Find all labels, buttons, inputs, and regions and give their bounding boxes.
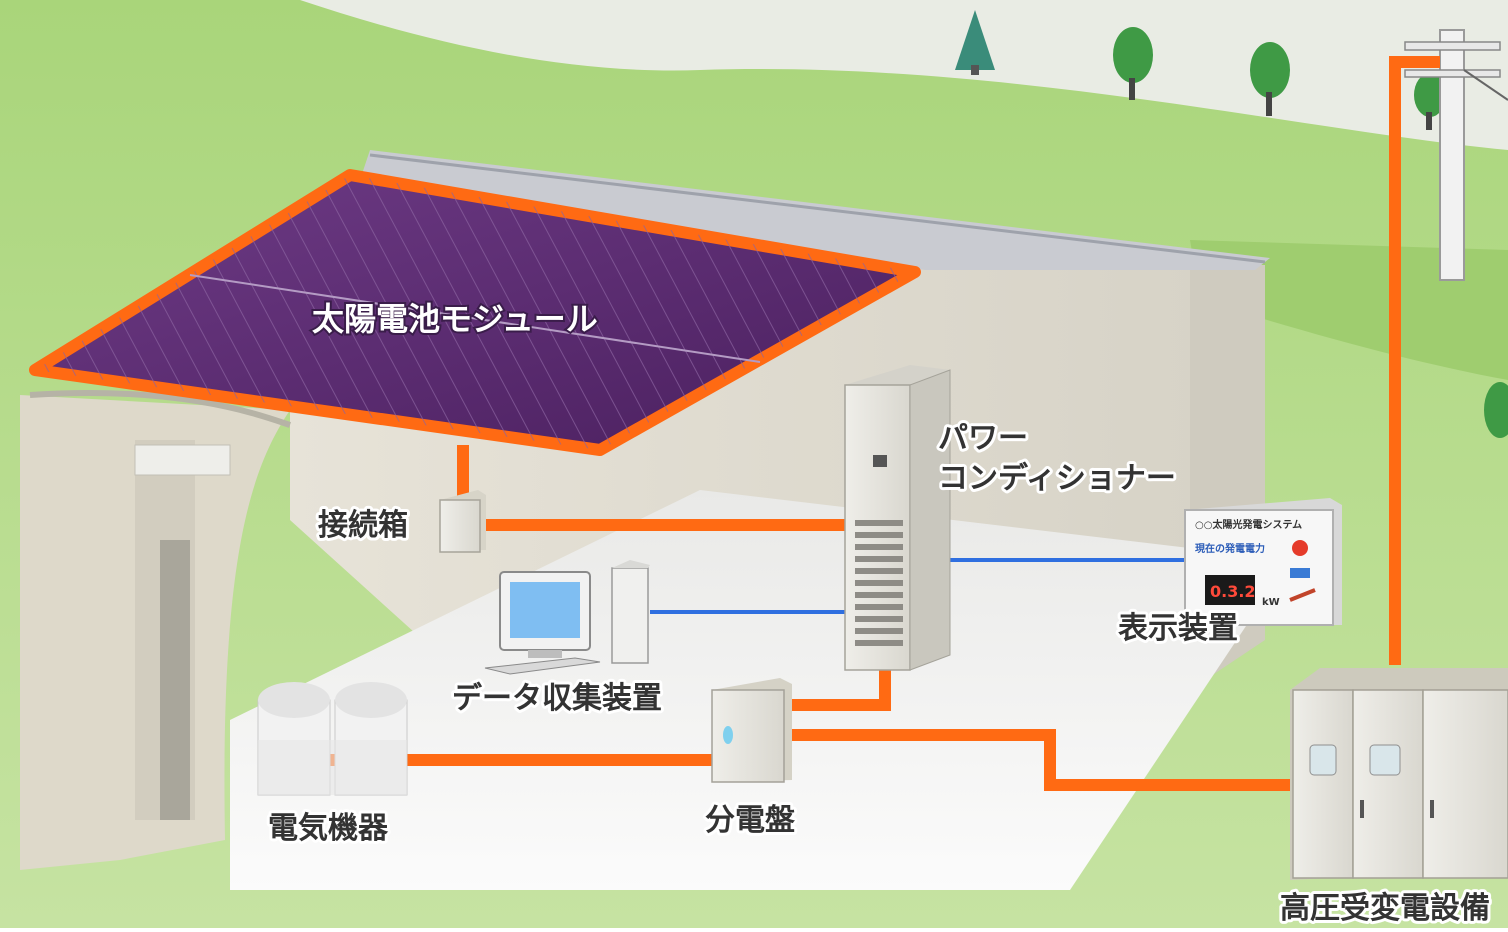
display-value: 0.3.2 <box>1210 582 1256 601</box>
label-hv-substation: 高圧受変電設備 <box>1280 891 1490 926</box>
label-distribution-board: 分電盤 <box>705 803 795 838</box>
road <box>300 0 1508 150</box>
power-conditioner <box>844 365 951 671</box>
computer-tower <box>611 560 650 664</box>
electric-equipment <box>257 682 408 796</box>
label-solar-module: 太陽電池モジュール <box>312 300 598 338</box>
label-junction-box: 接続箱 <box>318 508 408 543</box>
display-unit-label: kW <box>1262 597 1280 608</box>
tree-icon <box>1113 27 1153 100</box>
junction-box <box>439 490 486 553</box>
tree-icon <box>1484 382 1508 438</box>
label-data-collector: データ収集装置 <box>452 681 662 716</box>
tree-icon <box>1250 42 1290 116</box>
label-electric-equipment: 電気機器 <box>268 811 389 846</box>
utility-pole-icon <box>1404 29 1508 281</box>
monitor-icon <box>484 571 601 675</box>
label-power-conditioner-2: コンディショナー <box>938 461 1176 496</box>
tree-icon <box>1414 73 1446 130</box>
hv-substation <box>1290 668 1508 880</box>
hill <box>1190 240 1508 380</box>
distribution-board <box>711 678 792 783</box>
power-lines <box>320 56 1440 791</box>
label-display-unit: 表示装置 <box>1118 611 1238 646</box>
display-sub: 現在の発電電力 <box>1195 542 1265 555</box>
display-title: ○○太陽光発電システム <box>1195 518 1302 531</box>
label-power-conditioner-1: パワー <box>938 421 1028 456</box>
tree-icon <box>955 10 995 75</box>
signal-lines <box>650 558 1185 614</box>
display-unit: ○○太陽光発電システム 現在の発電電力 0.3.2 kW <box>1184 498 1342 626</box>
